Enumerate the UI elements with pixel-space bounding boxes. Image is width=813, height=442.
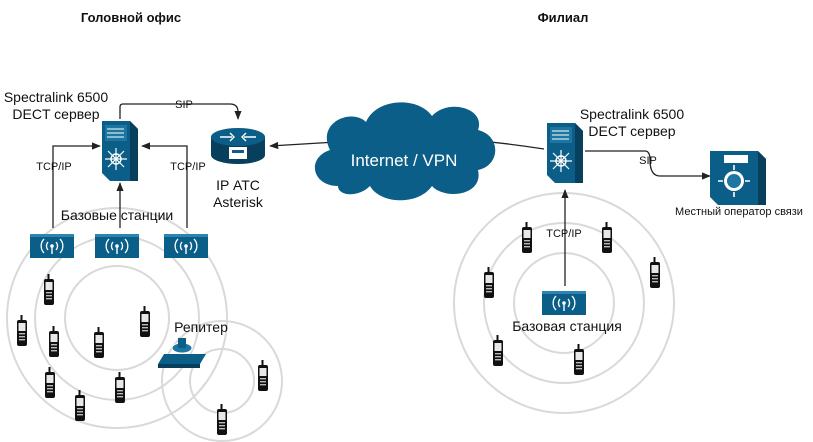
tcpip-label-branch: TCP/IP <box>546 228 581 240</box>
handset <box>484 267 494 298</box>
base-station-branch[interactable] <box>541 290 587 316</box>
dect-server-branch[interactable] <box>546 122 584 184</box>
repeater-label: Репитер <box>174 319 228 335</box>
sip-label-head-office: SIP <box>175 99 193 111</box>
handset <box>493 335 503 366</box>
handset <box>258 360 268 391</box>
handset <box>75 390 85 421</box>
handset <box>522 222 532 253</box>
sip-link-branch <box>585 150 711 180</box>
handset <box>602 222 612 253</box>
handsets-head-office <box>17 274 268 435</box>
server-label-branch-2: DECT сервер <box>588 123 675 139</box>
sip-link-head-office <box>119 103 242 120</box>
base-station-branch-label: Базовая станция <box>512 318 622 334</box>
base-stations-label: Базовые станции <box>61 207 173 223</box>
sip-label-branch: SIP <box>639 155 657 167</box>
handset <box>49 326 59 357</box>
tcpip-link-right <box>141 142 188 228</box>
repeater-device[interactable] <box>158 338 206 368</box>
server-label-head-office-1: Spectralink 6500 <box>4 89 109 105</box>
internet-cloud: Internet / VPN <box>314 102 496 201</box>
handset <box>140 306 150 337</box>
handset <box>217 404 227 435</box>
pbx-label-2: Asterisk <box>213 194 264 210</box>
base-station-1[interactable] <box>29 233 75 259</box>
header-branch: Филиал <box>538 10 589 25</box>
base-station-2[interactable] <box>94 233 140 259</box>
local-operator-switch[interactable] <box>710 151 766 205</box>
tcpip-label-left: TCP/IP <box>36 161 71 173</box>
handset <box>17 315 27 346</box>
ip-pbx-router[interactable] <box>211 128 265 164</box>
dect-server-head-office[interactable] <box>101 120 139 182</box>
tcpip-link-left <box>52 142 101 228</box>
handset <box>650 257 660 288</box>
handset <box>115 372 125 403</box>
handset <box>45 367 55 398</box>
header-head-office: Головной офис <box>81 10 181 25</box>
operator-label: Местный оператор связи <box>675 206 803 218</box>
server-label-branch-1: Spectralink 6500 <box>580 106 685 122</box>
tcpip-label-right: TCP/IP <box>170 161 205 173</box>
cloud-label: Internet / VPN <box>351 151 458 170</box>
handset <box>94 327 104 358</box>
base-station-3[interactable] <box>163 233 209 259</box>
server-label-head-office-2: DECT сервер <box>12 106 99 122</box>
pbx-label-1: IP АТС <box>216 177 260 193</box>
